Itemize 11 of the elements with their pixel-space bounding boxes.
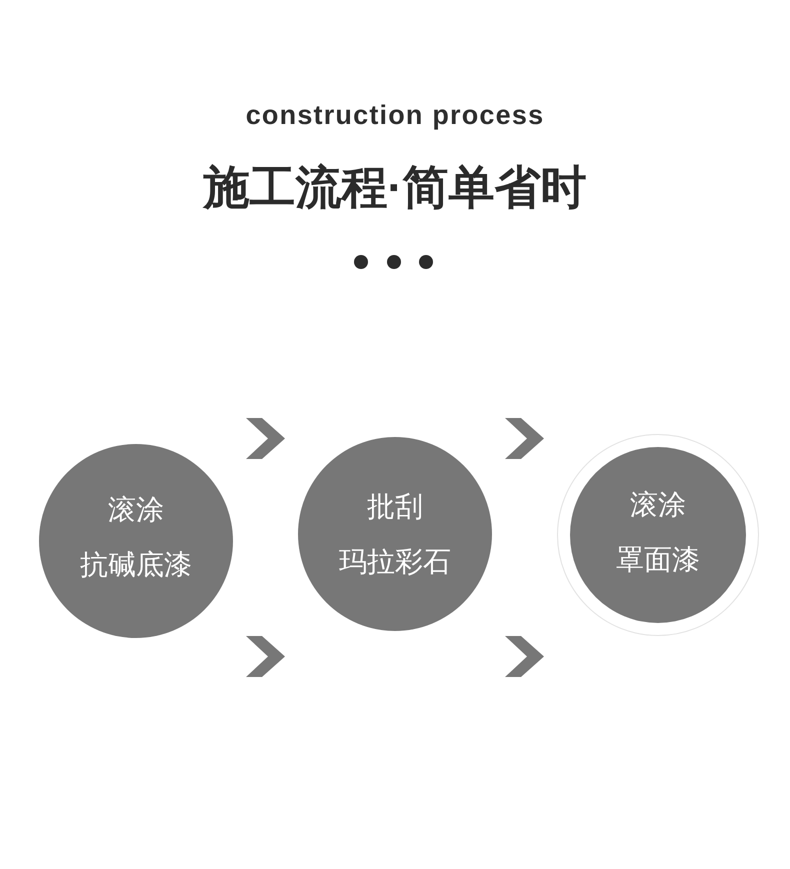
step-text: 抗碱底漆 bbox=[80, 548, 192, 582]
chevron-arrow bbox=[246, 636, 285, 677]
step-text: 玛拉彩石 bbox=[339, 544, 451, 578]
step-text: 批刮 bbox=[367, 490, 423, 524]
step-text: 滚涂 bbox=[108, 492, 164, 526]
step-text: 滚涂 bbox=[630, 488, 686, 522]
heading: 施工流程·简单省时 bbox=[203, 160, 587, 214]
step-text: 罩面漆 bbox=[616, 542, 700, 576]
chevron-arrow bbox=[505, 418, 544, 459]
chevron-arrow bbox=[505, 636, 544, 677]
subtitle: construction process bbox=[246, 100, 544, 130]
